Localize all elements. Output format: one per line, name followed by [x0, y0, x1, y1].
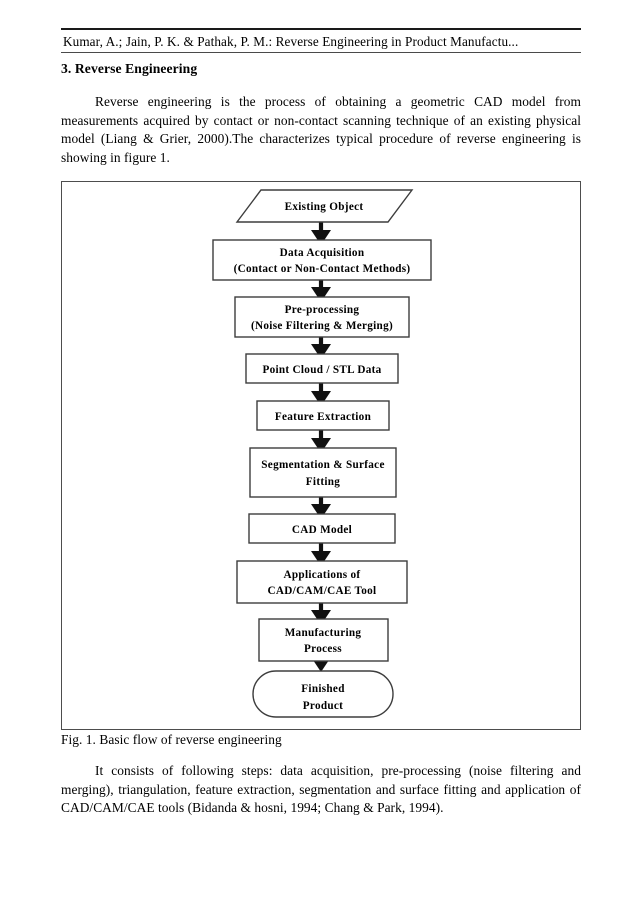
flow-node-finished-product: Finished Product — [252, 670, 394, 718]
flow-node-manufacturing-label-1: Manufacturing — [285, 627, 362, 639]
connector-pre-processing-to-point-cloud — [311, 337, 331, 359]
running-head-rule-bottom — [61, 52, 581, 53]
flow-node-applications: Applications of CAD/CAM/CAE Tool — [236, 560, 408, 604]
paragraph-steps: It consists of following steps: data acq… — [61, 763, 581, 816]
flow-node-feature-extraction: Feature Extraction — [256, 400, 390, 431]
connector-data-acquisition-to-pre-processing — [311, 280, 331, 302]
flow-node-cad-model-label: CAD Model — [292, 524, 352, 536]
flow-node-manufacturing-label-2: Process — [304, 643, 342, 655]
connector-feature-extraction-to-segmentation — [311, 430, 331, 453]
flow-node-data-acquisition: Data Acquisition (Contact or Non-Contact… — [212, 239, 432, 281]
figure-caption: Fig. 1. Basic flow of reverse engineerin… — [61, 732, 282, 747]
flow-node-finished-product-label-1: Finished — [301, 683, 345, 695]
flow-node-point-cloud-label: Point Cloud / STL Data — [262, 364, 381, 376]
flow-node-manufacturing: Manufacturing Process — [258, 618, 389, 662]
running-head-rule-top — [61, 28, 581, 30]
flow-node-segmentation: Segmentation & Surface Fitting — [249, 447, 397, 498]
flow-node-existing-object: Existing Object — [235, 189, 414, 223]
flow-node-finished-product-label-2: Product — [303, 700, 343, 712]
flow-node-segmentation-label-1: Segmentation & Surface — [261, 459, 384, 471]
connector-cad-model-to-applications — [311, 543, 331, 566]
flow-node-segmentation-label-2: Fitting — [306, 476, 341, 488]
section-heading: 3. Reverse Engineering — [61, 61, 198, 76]
flow-node-feature-extraction-label: Feature Extraction — [275, 411, 372, 423]
flow-node-pre-processing-label-2: (Noise Filtering & Merging) — [251, 320, 393, 332]
connector-point-cloud-to-feature-extraction — [311, 383, 331, 406]
flow-node-data-acquisition-label-2: (Contact or Non-Contact Methods) — [234, 263, 411, 275]
paragraph-intro: Reverse engineering is the process of ob… — [61, 94, 581, 165]
connector-applications-to-manufacturing — [311, 603, 331, 625]
connector-existing-object-to-data-acquisition — [311, 222, 331, 245]
connector-segmentation-to-cad-model — [311, 497, 331, 519]
flow-node-pre-processing-label-1: Pre-processing — [285, 304, 360, 316]
running-head: Kumar, A.; Jain, P. K. & Pathak, P. M.: … — [63, 34, 519, 49]
figure-frame: Existing Object Data Acquisition (Contac… — [61, 181, 581, 730]
flow-node-point-cloud: Point Cloud / STL Data — [245, 353, 399, 384]
flow-node-pre-processing: Pre-processing (Noise Filtering & Mergin… — [234, 296, 410, 338]
flow-node-cad-model: CAD Model — [248, 513, 396, 544]
flow-node-applications-label-2: CAD/CAM/CAE Tool — [268, 585, 377, 597]
flow-node-existing-object-label: Existing Object — [285, 201, 364, 213]
flow-node-data-acquisition-label-1: Data Acquisition — [280, 247, 365, 259]
flow-node-applications-label-1: Applications of — [284, 569, 361, 581]
flowchart: Existing Object Data Acquisition (Contac… — [212, 189, 432, 718]
